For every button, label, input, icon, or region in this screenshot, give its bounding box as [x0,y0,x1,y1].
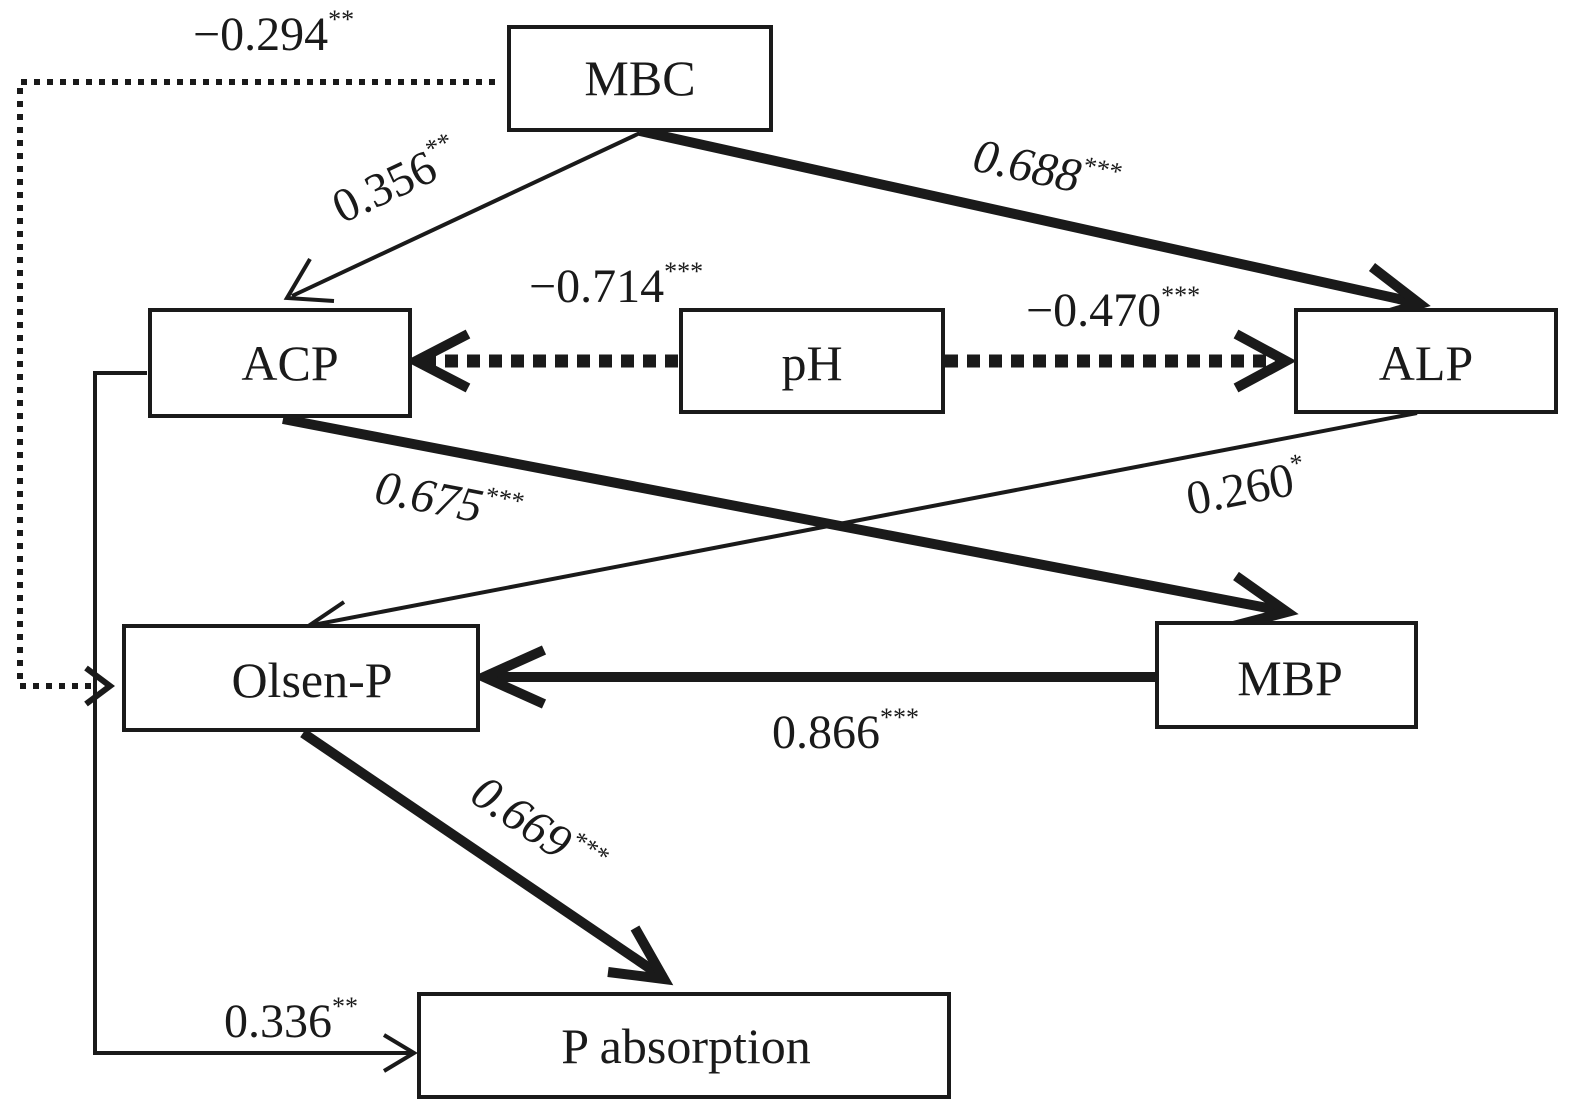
coef-ph-acp: −0.714*** [529,257,703,313]
node-ph: pH [679,308,945,414]
edge-olsen-p-to-p-absorption [300,728,674,986]
node-alp-label: ALP [1379,335,1473,391]
coef-significance: ** [328,5,354,34]
node-alp: ALP [1294,308,1558,414]
coef-significance: *** [1080,150,1124,186]
coef-significance: * [1287,448,1305,479]
coef-value: −0.714 [529,260,664,313]
edge-mbc-to-acp [283,131,641,303]
coef-olsen-p-p-absorption: 0.669*** [462,764,614,891]
coef-value: −0.470 [1026,284,1161,337]
node-acp: ACP [148,308,412,418]
coef-mbc-olsen-p: −0.294** [193,5,354,61]
coef-mbp-olsen-p: 0.866*** [772,703,919,759]
coef-value: 0.260 [1182,453,1298,526]
node-acp-label: ACP [241,335,338,391]
node-mbp-label: MBP [1237,650,1343,706]
edge-mbp-to-olsen-p [471,645,1155,709]
node-p-absorption: P absorption [417,992,951,1099]
coef-mbc-acp: 0.356** [323,127,468,234]
edge-ph-to-acp [405,329,678,393]
node-p-absorption-label: P absorption [561,1018,811,1074]
coef-significance: *** [880,703,919,732]
coef-value: 0.866 [772,706,880,759]
node-olsen-p-label: Olsen-P [231,652,392,708]
coef-significance: *** [664,257,703,286]
coef-value: 0.675 [371,461,487,534]
node-mbc-label: MBC [584,50,695,106]
coef-acp-p-absorption: 0.336** [224,992,358,1048]
node-mbp: MBP [1155,621,1418,729]
coef-significance: *** [482,480,526,516]
coef-value: −0.294 [193,8,328,61]
coef-significance: *** [1161,281,1200,310]
coef-alp-olsen-p: 0.260* [1181,448,1310,526]
edge-ph-to-alp [945,329,1297,393]
node-ph-label: pH [781,335,842,391]
node-mbc: MBC [507,25,773,132]
node-olsen-p: Olsen-P [122,624,480,732]
coef-value: 0.356 [324,140,444,234]
coef-ph-alp: −0.470*** [1026,281,1200,337]
edge-acp-to-p-absorption [93,371,418,1073]
coef-acp-mbp: 0.675*** [371,460,526,541]
coef-significance: ** [332,992,358,1021]
coef-mbc-alp: 0.688*** [969,128,1124,211]
coef-value: 0.336 [224,995,332,1048]
coef-value: 0.688 [969,129,1086,203]
